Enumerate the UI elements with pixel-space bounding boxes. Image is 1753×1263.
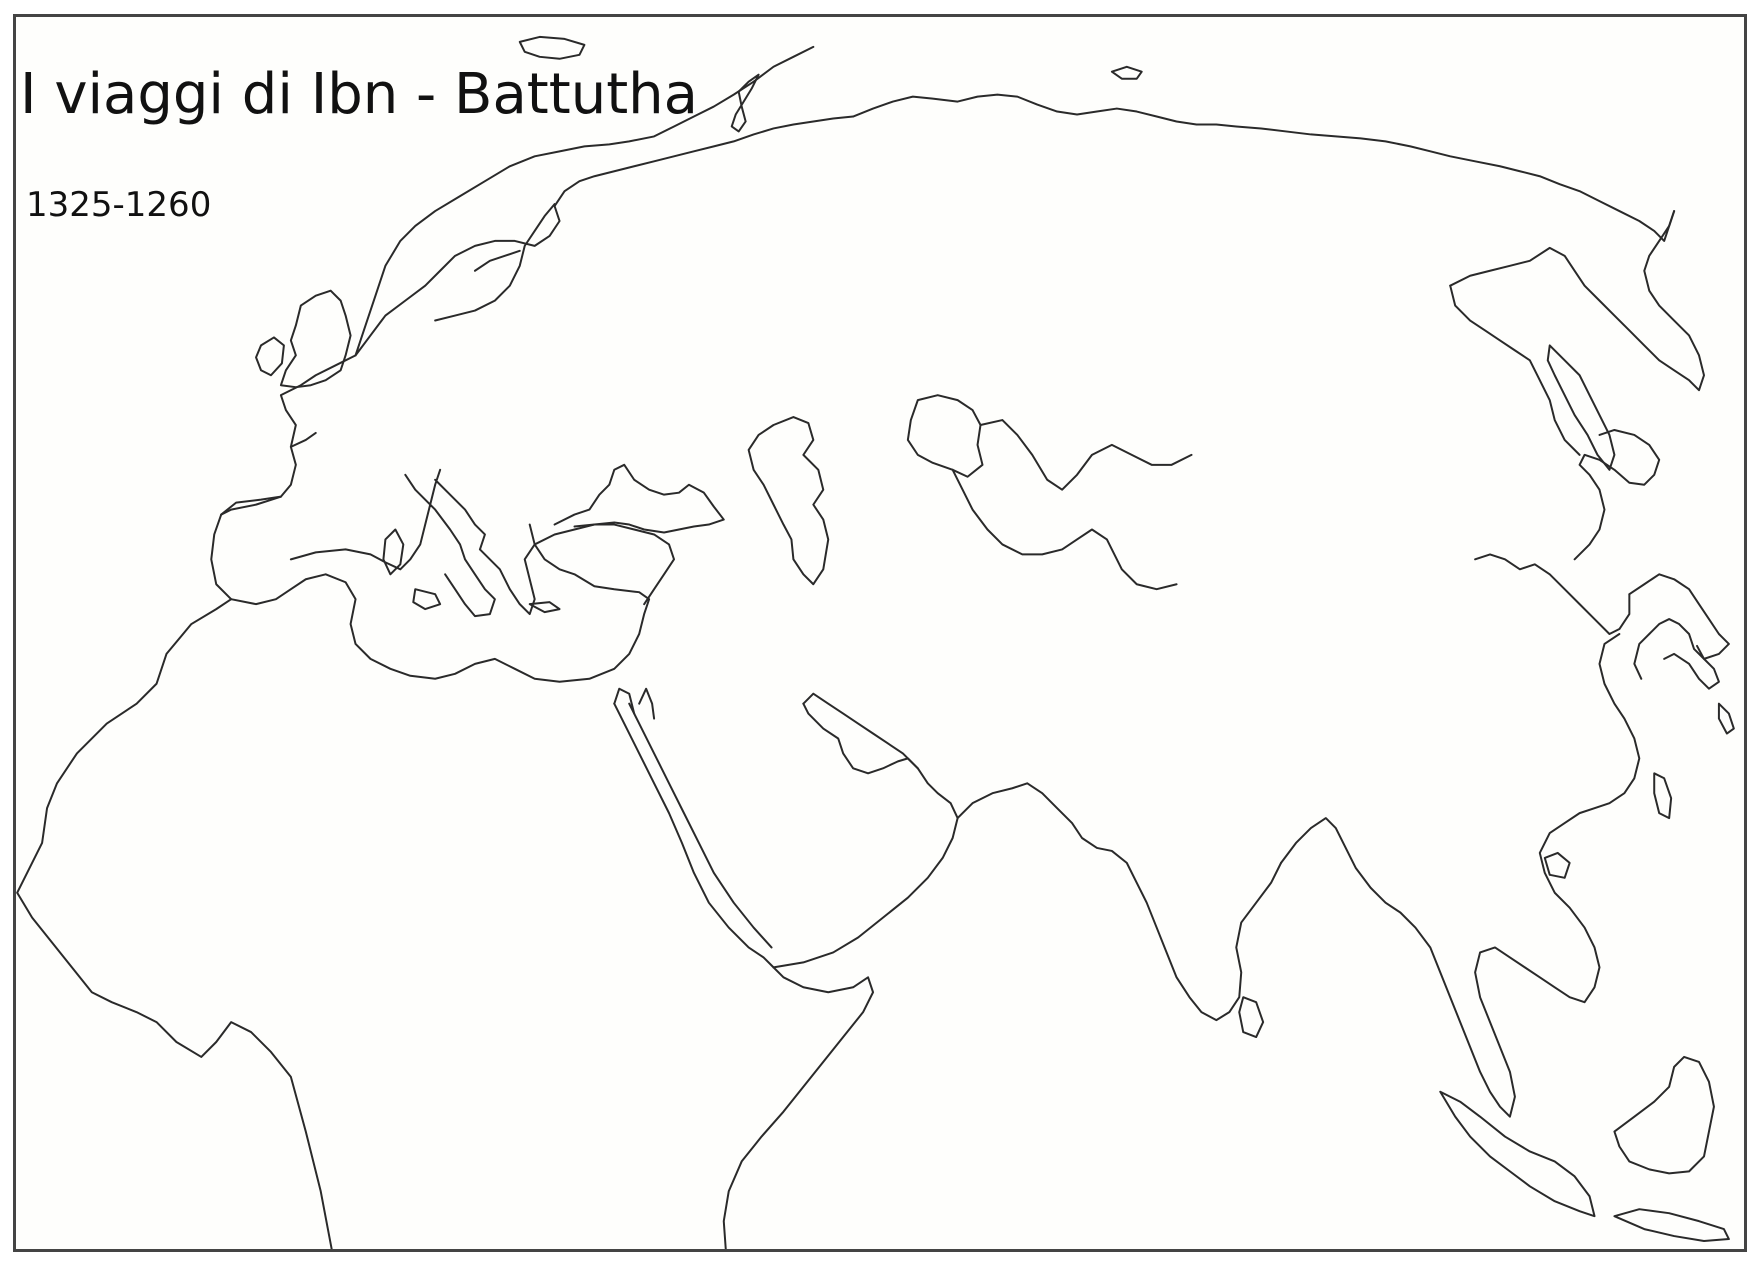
outline-map [16,35,1735,1249]
sumatra-island [1439,1090,1596,1218]
sakhalin-island [1546,344,1616,471]
sinai-gulfs [613,687,656,720]
map-title: I viaggi di Ibn - Battutha [20,62,698,127]
arabia-coast [772,702,959,969]
africa-west-coast [16,598,333,1249]
italy-coast [289,468,496,618]
novaya-zemlya-island [730,73,760,133]
iceland-island [518,35,586,60]
caspian-sea [747,416,830,586]
sicily-island [412,588,442,611]
persian-gulf [802,692,919,770]
map-frame: I viaggi di Ibn - Battutha 1325-1260 [13,14,1747,1252]
baltic-sea-coast [434,203,556,322]
cyprus-island [528,601,561,614]
southeast-asia-coast [1280,633,1641,1118]
south-asia-coast [956,782,1283,1022]
mediterranean-coast [210,431,651,683]
taiwan-island [1653,772,1673,820]
japan-islands [1663,644,1735,735]
balkans-coast [478,523,675,616]
central-asia-river-south [951,468,1178,591]
borneo-island [1613,1055,1715,1175]
manchuria-coast [1449,284,1581,456]
great-britain-island [279,289,352,389]
arctic-islands-east [1110,65,1143,80]
black-sea-coast [553,463,725,534]
red-sea-east-coast [628,702,773,949]
red-sea-west-coast [613,702,775,969]
java-island [1613,1208,1730,1243]
iberia-france-coast [220,354,357,516]
central-asia-river-north [979,419,1193,491]
arctic-coast [852,93,1676,242]
map-dates: 1325-1260 [26,185,212,225]
scandinavia-coast [354,45,855,357]
yellow-sea-coast [1573,428,1661,561]
sri-lanka-island [1238,996,1265,1039]
north-china-coast [1474,553,1631,635]
okhotsk-coast [1449,210,1705,392]
hainan-island [1543,851,1571,879]
sardinia-island [382,528,405,576]
east-africa-coast [722,966,875,1249]
korea-peninsula [1628,573,1730,680]
aral-sea [906,394,984,478]
ireland-island [255,336,285,377]
